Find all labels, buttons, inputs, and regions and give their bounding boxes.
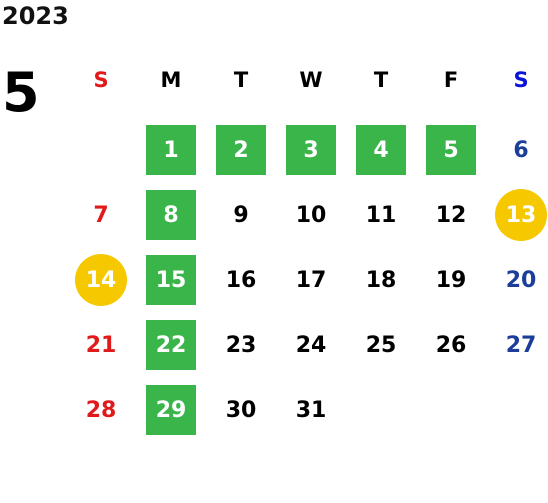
calendar-day-10[interactable]: 10 — [295, 202, 327, 228]
calendar-day-31[interactable]: 31 — [295, 397, 327, 423]
calendar-day-9[interactable]: 9 — [233, 202, 249, 228]
calendar-day-16[interactable]: 16 — [225, 267, 257, 293]
calendar-day-6[interactable]: 6 — [513, 137, 529, 163]
calendar-day-20[interactable]: 20 — [505, 267, 537, 293]
calendar-day-8[interactable]: 8 — [146, 190, 196, 240]
calendar-day-3[interactable]: 3 — [286, 125, 336, 175]
calendar-day-22[interactable]: 22 — [146, 320, 196, 370]
calendar-day-18[interactable]: 18 — [365, 267, 397, 293]
calendar-day-21[interactable]: 21 — [85, 332, 117, 358]
calendar-day-17[interactable]: 17 — [295, 267, 327, 293]
calendar-day-5[interactable]: 5 — [426, 125, 476, 175]
calendar-day-14[interactable]: 14 — [75, 254, 127, 306]
calendar-year: 2023 — [2, 2, 69, 30]
calendar-day-25[interactable]: 25 — [365, 332, 397, 358]
calendar-day-13[interactable]: 13 — [495, 189, 547, 241]
calendar-day-27[interactable]: 27 — [505, 332, 537, 358]
weekday-header-0: S — [93, 68, 109, 92]
calendar-day-12[interactable]: 12 — [435, 202, 467, 228]
calendar-day-2[interactable]: 2 — [216, 125, 266, 175]
weekday-header-5: F — [443, 68, 459, 92]
calendar-day-26[interactable]: 26 — [435, 332, 467, 358]
calendar-day-7[interactable]: 7 — [93, 202, 109, 228]
weekday-header-6: S — [513, 68, 529, 92]
calendar-day-29[interactable]: 29 — [146, 385, 196, 435]
calendar-day-23[interactable]: 23 — [225, 332, 257, 358]
calendar-day-19[interactable]: 19 — [435, 267, 467, 293]
calendar-month: 5 — [2, 61, 40, 124]
calendar-day-28[interactable]: 28 — [85, 397, 117, 423]
weekday-header-3: W — [299, 68, 323, 92]
calendar-day-30[interactable]: 30 — [225, 397, 257, 423]
calendar-day-11[interactable]: 11 — [365, 202, 397, 228]
weekday-header-4: T — [373, 68, 389, 92]
weekday-header-1: M — [160, 68, 182, 92]
calendar-day-15[interactable]: 15 — [146, 255, 196, 305]
calendar-day-24[interactable]: 24 — [295, 332, 327, 358]
weekday-header-2: T — [233, 68, 249, 92]
calendar-day-1[interactable]: 1 — [146, 125, 196, 175]
calendar-day-4[interactable]: 4 — [356, 125, 406, 175]
